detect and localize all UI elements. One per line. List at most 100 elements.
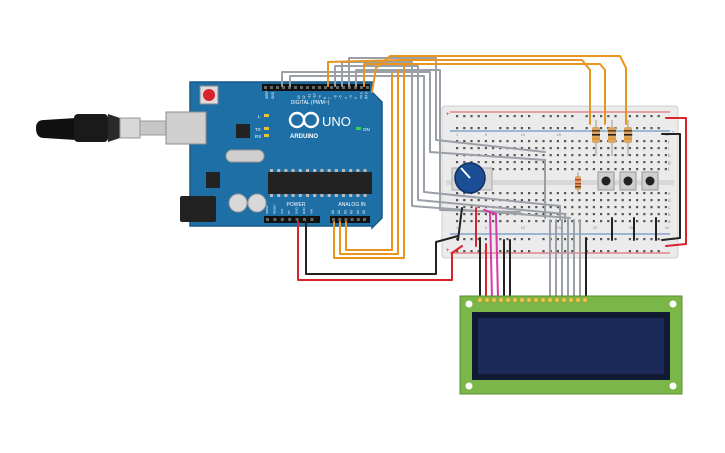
rail-hole[interactable] <box>556 115 559 118</box>
breadboard-hole[interactable] <box>643 213 646 216</box>
breadboard-hole[interactable] <box>556 192 559 195</box>
rail-hole[interactable] <box>506 238 509 241</box>
breadboard-hole[interactable] <box>657 140 660 143</box>
rail-hole[interactable] <box>657 115 660 118</box>
breadboard-hole[interactable] <box>607 206 610 209</box>
breadboard-hole[interactable] <box>520 161 523 164</box>
breadboard-hole[interactable] <box>492 161 495 164</box>
breadboard-hole[interactable] <box>477 161 480 164</box>
breadboard-hole[interactable] <box>506 206 509 209</box>
breadboard-hole[interactable] <box>556 147 559 150</box>
rail-hole[interactable] <box>600 115 603 118</box>
rail-hole[interactable] <box>556 250 559 253</box>
rail-hole[interactable] <box>470 238 473 241</box>
breadboard-hole[interactable] <box>578 206 581 209</box>
breadboard-hole[interactable] <box>564 199 567 202</box>
breadboard-hole[interactable] <box>571 147 574 150</box>
breadboard-hole[interactable] <box>499 147 502 150</box>
breadboard-hole[interactable] <box>628 220 631 223</box>
breadboard-hole[interactable] <box>499 140 502 143</box>
lcd-pin[interactable] <box>512 297 518 303</box>
rail-hole[interactable] <box>564 250 567 253</box>
rail-hole[interactable] <box>657 127 660 130</box>
breadboard-hole[interactable] <box>664 206 667 209</box>
breadboard-hole[interactable] <box>506 154 509 157</box>
rail-hole[interactable] <box>628 115 631 118</box>
breadboard-hole[interactable] <box>506 220 509 223</box>
breadboard-hole[interactable] <box>585 168 588 171</box>
rail-hole[interactable] <box>463 115 466 118</box>
rail-hole[interactable] <box>650 127 653 130</box>
breadboard-hole[interactable] <box>628 206 631 209</box>
breadboard-hole[interactable] <box>585 206 588 209</box>
breadboard-hole[interactable] <box>571 168 574 171</box>
breadboard-hole[interactable] <box>492 220 495 223</box>
breadboard-hole[interactable] <box>607 192 610 195</box>
breadboard-hole[interactable] <box>571 213 574 216</box>
breadboard-hole[interactable] <box>492 147 495 150</box>
breadboard-hole[interactable] <box>513 199 516 202</box>
lcd-pin[interactable] <box>582 297 588 303</box>
breadboard-hole[interactable] <box>549 140 552 143</box>
lcd-pin[interactable] <box>533 297 539 303</box>
breadboard-hole[interactable] <box>484 140 487 143</box>
breadboard-hole[interactable] <box>542 213 545 216</box>
rail-hole[interactable] <box>520 250 523 253</box>
breadboard-hole[interactable] <box>657 161 660 164</box>
header-hole[interactable] <box>306 86 309 89</box>
breadboard-hole[interactable] <box>585 192 588 195</box>
breadboard-hole[interactable] <box>628 161 631 164</box>
breadboard-hole[interactable] <box>664 154 667 157</box>
rail-hole[interactable] <box>520 127 523 130</box>
breadboard-hole[interactable] <box>650 192 653 195</box>
breadboard-hole[interactable] <box>556 154 559 157</box>
rail-hole[interactable] <box>499 238 502 241</box>
rail-hole[interactable] <box>650 115 653 118</box>
power-pin-hole[interactable] <box>280 218 284 221</box>
potentiometer[interactable] <box>451 162 493 194</box>
breadboard-hole[interactable] <box>636 140 639 143</box>
breadboard-hole[interactable] <box>657 154 660 157</box>
breadboard-hole[interactable] <box>607 147 610 150</box>
lcd-pin[interactable] <box>575 297 581 303</box>
breadboard-hole[interactable] <box>499 161 502 164</box>
breadboard-hole[interactable] <box>535 206 538 209</box>
rail-hole[interactable] <box>643 127 646 130</box>
breadboard-hole[interactable] <box>492 154 495 157</box>
header-hole[interactable] <box>330 86 333 89</box>
rail-hole[interactable] <box>484 238 487 241</box>
breadboard-hole[interactable] <box>628 192 631 195</box>
rail-hole[interactable] <box>657 238 660 241</box>
breadboard-hole[interactable] <box>535 220 538 223</box>
header-hole[interactable] <box>270 86 273 89</box>
breadboard-hole[interactable] <box>492 192 495 195</box>
breadboard-hole[interactable] <box>484 192 487 195</box>
breadboard-hole[interactable] <box>542 192 545 195</box>
rail-hole[interactable] <box>571 127 574 130</box>
header-hole[interactable] <box>300 86 303 89</box>
breadboard-hole[interactable] <box>578 154 581 157</box>
analog-pin-hole[interactable] <box>350 218 354 221</box>
rail-hole[interactable] <box>499 250 502 253</box>
breadboard-hole[interactable] <box>556 140 559 143</box>
breadboard-hole[interactable] <box>628 168 631 171</box>
rail-hole[interactable] <box>463 250 466 253</box>
breadboard-hole[interactable] <box>456 154 459 157</box>
breadboard-hole[interactable] <box>535 199 538 202</box>
rail-hole[interactable] <box>607 238 610 241</box>
rail-hole[interactable] <box>477 115 480 118</box>
lcd-pin[interactable] <box>477 297 483 303</box>
power-pin-hole[interactable] <box>295 218 299 221</box>
analog-pin-hole[interactable] <box>356 218 360 221</box>
breadboard-hole[interactable] <box>592 192 595 195</box>
breadboard-hole[interactable] <box>499 213 502 216</box>
rail-hole[interactable] <box>614 250 617 253</box>
breadboard-hole[interactable] <box>585 140 588 143</box>
rail-hole[interactable] <box>456 250 459 253</box>
lcd-pin[interactable] <box>519 297 525 303</box>
breadboard-hole[interactable] <box>592 213 595 216</box>
rail-hole[interactable] <box>650 238 653 241</box>
breadboard-hole[interactable] <box>607 161 610 164</box>
rail-hole[interactable] <box>600 238 603 241</box>
breadboard-hole[interactable] <box>614 213 617 216</box>
